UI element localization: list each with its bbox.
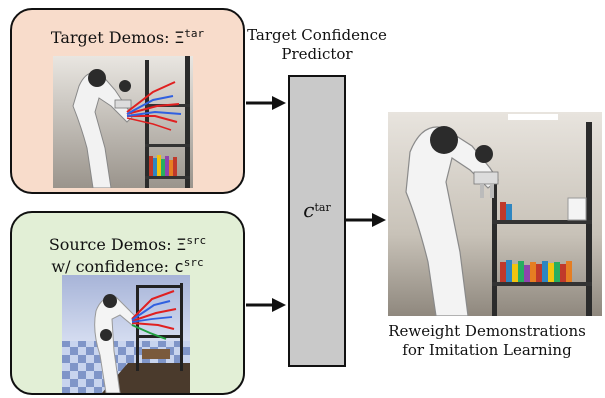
target-demos-sup: tar: [184, 27, 205, 40]
predictor-title-line1: Target Confidence: [247, 26, 387, 44]
output-caption-line2: for Imitation Learning: [402, 341, 572, 359]
predictor-symbol-sup: tar: [314, 201, 331, 214]
output-caption: Reweight Demonstrations for Imitation Le…: [370, 322, 604, 360]
output-robot-photo: [388, 112, 602, 316]
source-confidence-sup: src: [183, 256, 204, 269]
target-demos-prefix: Target Demos:: [50, 28, 170, 47]
source-confidence-label: w/ confidence: csrc: [12, 253, 243, 277]
predictor-symbol-c: c: [303, 198, 315, 222]
right-arrow-icon: [346, 213, 386, 227]
target-robot-photo: [53, 56, 193, 188]
target-demos-label: Target Demos: Ξtar: [12, 24, 243, 48]
source-demos-symbol: Ξ: [176, 235, 187, 254]
predictor-symbol: ctar: [288, 198, 346, 222]
target-demos-panel: Target Demos: Ξtar: [10, 8, 245, 194]
predictor-title-line2: Predictor: [281, 45, 353, 63]
source-demos-prefix: Source Demos:: [48, 235, 172, 254]
source-confidence-prefix: w/ confidence:: [51, 257, 169, 276]
source-confidence-symbol: c: [174, 257, 184, 276]
predictor-title: Target Confidence Predictor: [242, 26, 392, 64]
source-demos-sup: src: [186, 234, 207, 247]
target-confidence-predictor-box: [288, 75, 346, 367]
output-caption-line1: Reweight Demonstrations: [388, 322, 586, 340]
source-robot-render: [62, 275, 190, 393]
source-demos-panel: Source Demos: Ξsrc w/ confidence: csrc: [10, 211, 245, 395]
target-demos-symbol: Ξ: [174, 28, 185, 47]
right-arrow-icon: [246, 96, 286, 110]
source-demos-label: Source Demos: Ξsrc: [12, 231, 243, 255]
right-arrow-icon: [246, 298, 286, 312]
